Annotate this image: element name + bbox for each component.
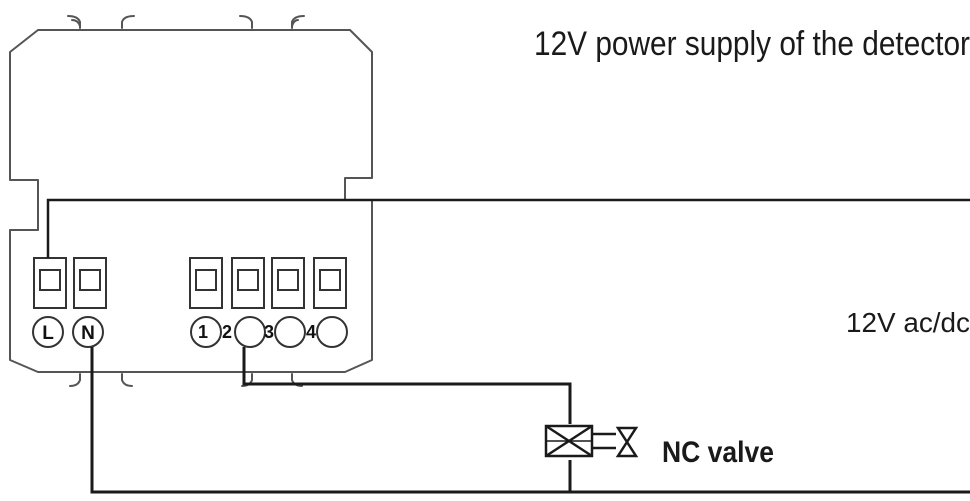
wire-N-return — [90, 347, 970, 494]
valve-body-icon — [615, 426, 639, 458]
valve-label: NC valve — [662, 436, 774, 469]
valve-solenoid-icon — [544, 424, 594, 458]
terminal-blocks — [33, 257, 347, 309]
terminal-circles — [32, 316, 348, 348]
voltage-label: 12V ac/dc — [846, 307, 970, 338]
terminal-block-L — [33, 257, 67, 309]
valve-stem-icon — [592, 432, 616, 450]
wire-terminal2-valve — [242, 347, 572, 424]
terminal-circle-1 — [190, 316, 222, 348]
terminal-circle-3 — [274, 316, 306, 348]
terminal-label-3: 3 — [264, 322, 274, 342]
terminal-circle-N — [72, 316, 104, 348]
terminal-block-2 — [231, 257, 265, 309]
wire-L-power — [46, 198, 970, 258]
top-clips — [67, 15, 305, 29]
terminal-circle-4 — [316, 316, 348, 348]
terminal-label-N: N — [81, 323, 95, 344]
terminal-label-L: L — [42, 323, 54, 344]
terminal-label-4: 4 — [306, 322, 316, 342]
terminal-block-N — [73, 257, 107, 309]
terminal-circle-2 — [234, 316, 266, 348]
terminal-label-2: 2 — [222, 322, 232, 342]
terminal-block-1 — [189, 257, 223, 309]
terminal-label-1: 1 — [198, 322, 208, 342]
terminal-block-4 — [313, 257, 347, 309]
power-supply-label: 12V power supply of the detector — [534, 25, 970, 63]
terminal-block-3 — [271, 257, 305, 309]
terminal-circle-L — [32, 316, 64, 348]
